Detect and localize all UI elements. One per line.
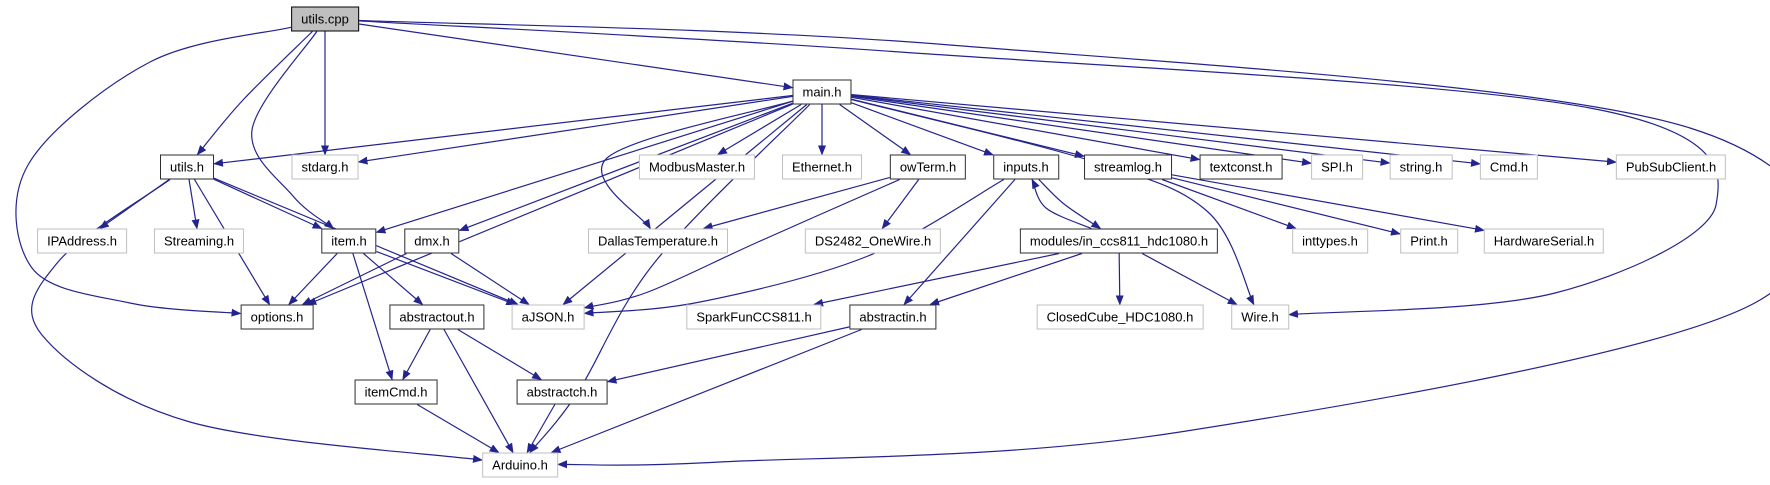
node-options-h[interactable]: options.h [240,304,314,330]
edge-dmx-h-to-options-h [301,252,407,306]
node-owterm-h[interactable]: owTerm.h [889,154,967,180]
node-inttypes-h[interactable]: inttypes.h [1292,228,1368,254]
edge-main-h-to-ajson-h [562,104,808,306]
edge-modules-in-ccs811-hdc1080-h-to-abstractin-h [929,252,1083,306]
edge-utils-h-to-item-h [213,178,323,230]
edge-utils-cpp-to-options-h [15,26,292,317]
edge-utils-cpp-to-main-h [358,23,794,91]
edge-abstractin-h-to-abstractch-h [606,326,850,384]
node-sparkfunccs811-h[interactable]: SparkFunCCS811.h [686,304,822,330]
edge-item-h-to-options-h [288,253,338,306]
node-item-h[interactable]: item.h [321,228,377,254]
edge-abstractout-h-to-itemcmd-h [402,329,431,381]
edge-owterm-h-to-ajson-h [583,178,900,310]
edge-main-h-to-dallastemperature-h [600,100,793,230]
edge-streamlog-h-to-hardwareserial-h [1171,174,1485,233]
edge-inputs-h-to-ajson-h [583,178,1005,317]
node-hardwareserial-h[interactable]: HardwareSerial.h [1483,228,1605,254]
edge-modules-in-ccs811-hdc1080-h-to-sparkfunccs811-h [813,252,1060,307]
edge-main-h-to-dmx-h [458,102,793,232]
node-itemcmd-h[interactable]: itemCmd.h [354,379,438,405]
edge-main-h-to-pubsubclient-h [851,94,1617,166]
node-arduino-h[interactable]: Arduino.h [482,452,558,478]
edge-inputs-h-to-abstractin-h [903,179,1016,306]
edge-item-h-to-itemcmd-h [352,253,394,381]
node-streaming-h[interactable]: Streaming.h [153,228,245,254]
edge-utils-cpp-to-utils-h [196,31,313,156]
node-ethernet-h[interactable]: Ethernet.h [782,154,862,180]
node-utils-cpp[interactable]: utils.cpp [291,6,359,32]
edge-main-h-to-cmd-h [851,94,1481,167]
node-pubsubclient-h[interactable]: PubSubClient.h [1615,154,1727,180]
node-spi-h[interactable]: SPI.h [1311,154,1363,180]
edge-main-h-to-modbusmaster-h [716,103,802,156]
node-ajson-h[interactable]: aJSON.h [511,304,585,330]
node-abstractch-h[interactable]: abstractch.h [516,379,608,405]
edge-owterm-h-to-ds2482-onewire-h [881,179,920,230]
node-abstractout-h[interactable]: abstractout.h [389,304,485,330]
node-print-h[interactable]: Print.h [1400,228,1458,254]
edge-utils-cpp-to-item-h [251,31,335,230]
node-abstractin-h[interactable]: abstractin.h [849,304,937,330]
node-modbusmaster-h[interactable]: ModbusMaster.h [638,154,756,180]
edge-utils-cpp-to-wire-h [358,20,1719,318]
node-wire-h[interactable]: Wire.h [1231,304,1289,330]
edge-main-h-to-owterm-h [839,104,912,156]
node-dallastemperature-h[interactable]: DallasTemperature.h [588,228,728,254]
node-utils-h[interactable]: utils.h [160,154,214,180]
edge-dmx-h-to-ajson-h [450,252,530,306]
edge-utils-cpp-to-arduino-h [358,19,1770,469]
edge-abstractout-h-to-arduino-h [443,329,514,454]
edge-item-h-to-abstractout-h [363,253,424,306]
edge-modules-in-ccs811-hdc1080-h-to-wire-h [1141,252,1238,306]
node-stdarg-h[interactable]: stdarg.h [291,154,359,180]
node-dmx-h[interactable]: dmx.h [404,228,460,254]
edge-main-h-to-string-h [851,95,1391,166]
edge-item-h-to-ajson-h [376,250,517,306]
node-cmd-h[interactable]: Cmd.h [1479,154,1539,180]
edge-abstractin-h-to-arduino-h [550,328,862,454]
node-ds2482-onewire-h[interactable]: DS2482_OneWire.h [804,228,942,254]
node-closedcube-hdc1080-h[interactable]: ClosedCube_HDC1080.h [1036,304,1204,330]
node-modules-in-ccs811-hdc1080-h[interactable]: modules/in_ccs811_hdc1080.h [1019,228,1219,254]
edge-modules-in-ccs811-hdc1080-h-to-inputs-h [1031,178,1092,230]
node-inputs-h[interactable]: inputs.h [993,154,1059,180]
edge-streamlog-h-to-inttypes-h [1161,178,1297,230]
edge-utils-h-to-streaming-h [188,179,200,230]
edge-main-h-to-spi-h [851,95,1312,166]
edge-owterm-h-to-dallastemperature-h [702,176,891,230]
edge-abstractch-h-to-arduino-h [526,404,556,454]
node-ipaddress-h[interactable]: IPAddress.h [37,228,127,254]
edge-main-h-to-stdarg-h [357,95,793,165]
edge-itemcmd-h-to-arduino-h [416,403,500,454]
edge-inputs-h-to-modules-in-ccs811-hdc1080-h [1038,179,1102,230]
node-textconst-h[interactable]: textconst.h [1199,154,1283,180]
edge-streamlog-h-to-print-h [1171,177,1401,236]
node-main-h[interactable]: main.h [792,79,852,105]
node-streamlog-h[interactable]: streamlog.h [1084,154,1172,180]
edge-main-h-to-wire-h [851,98,1255,306]
edge-main-h-to-inputs-h [851,102,994,156]
edge-main-h-to-options-h [306,103,793,306]
node-string-h[interactable]: string.h [1389,154,1453,180]
edge-main-h-to-utils-h [213,94,793,167]
edge-abstractout-h-to-abstractch-h [457,328,543,381]
edge-main-h-to-item-h [375,100,793,234]
edge-main-h-to-textconst-h [851,96,1201,162]
edge-modules-in-ccs811-hdc1080-h-to-closedcube-hdc1080-h [1115,253,1124,306]
